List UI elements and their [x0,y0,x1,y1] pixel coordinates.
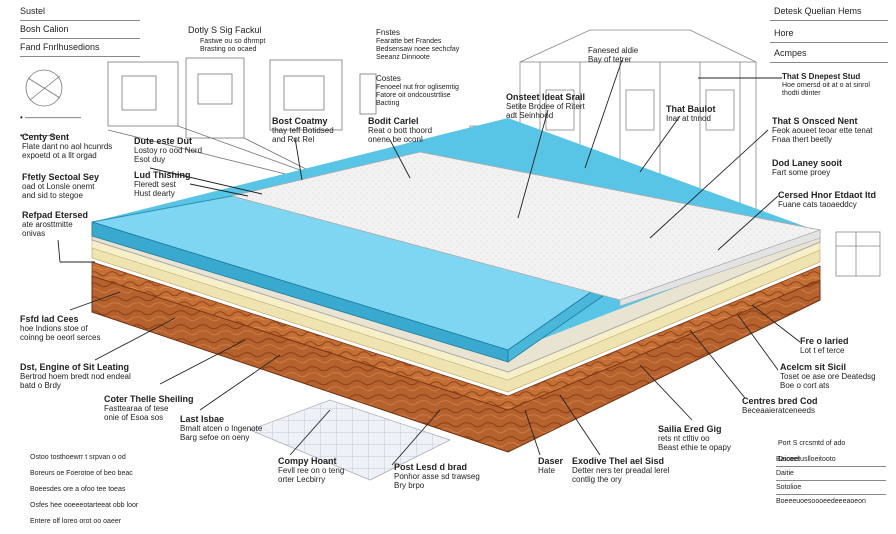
sign-field-2: Daitie [776,470,794,477]
detail-a-sub: Fastwe ou so dhrmpt Brasting oo ocaed [200,38,266,53]
layer-cross-section-illustration [25,29,881,481]
sign-field-1: Baicoel [776,456,799,463]
header-left-line-3: Fand Fnrlhusedions [20,42,100,52]
header-right-line-2: Hore [774,28,794,38]
costes-sub: Fenoeel nut fror oglisemtig Fatore oit o… [376,84,459,107]
legend-note-bullet-1: • ——————— [20,113,82,122]
that-a-title: That S Dnepest Stud [782,72,861,81]
sign-field-3: Sotolioe [776,484,802,491]
note-right-1: Port S crcsmtd of ado [778,440,846,447]
note-left-3: Boeesdes ore a ofoo tee toeas [30,486,126,493]
fnstes-sub: Fearatte bet Frandes Bedsensaw noee sech… [376,38,460,61]
header-right-line-1: Detesk Quelian Hems [774,6,862,16]
note-right-2: Dsoeetuslloeitooto [778,456,836,463]
legend-note: • ——————— • ———— [20,104,81,140]
notes-right: Port S crcsmtd of ado Dsoeetuslloeitooto [778,432,845,472]
costes-title: Costes [376,74,401,83]
wood-top-layer [91,261,821,411]
technical-drawing-sheet: Sustel Bosh Calion Fand Fnrlhusedions De… [20,6,888,525]
fnstes-title: Fnstes [376,28,401,37]
header-left-line-2: Bosh Calion [20,24,69,34]
header-right-line-3: Acmpes [774,48,807,58]
that-a-sub: Hoe ornersd oit at o at sinrol thodti dt… [782,82,870,97]
header-left-line-1: Sustel [20,6,46,16]
note-left-5: Entere olf loreo orot oo oaeer [30,518,122,525]
note-left-1: Ostoo tosthoewrr t srpvan o od [30,454,126,461]
detail-a-title: Dotly S Sig Fackul [188,25,262,35]
note-left-4: Osfes hee ooeeeotarteeat obb loor [30,502,139,509]
leader-lines [57,59,801,466]
note-left-2: Boreurs oe Foerotoe of beo beac [30,470,133,477]
notes-left: Ostoo tosthoewrr t srpvan o od Boreurs o… [30,446,138,534]
fanesed-label: Fanesed aldie Bay of tetrer [588,46,639,64]
grid-underlay [248,399,452,481]
footer-right: Boeeeuoesoooeedeeeaoeon [776,498,866,505]
legend-note-bullet-2: • ———— [20,131,58,140]
